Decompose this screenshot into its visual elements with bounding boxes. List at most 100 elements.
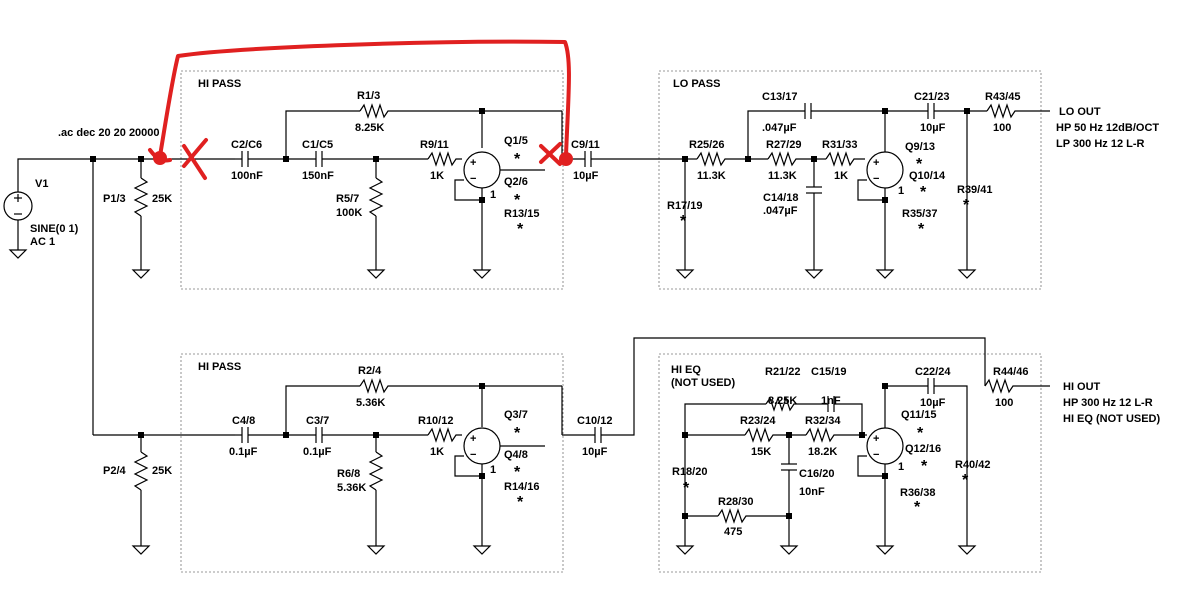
r14-star: * bbox=[517, 494, 524, 511]
hp1-opamp-pin: 1 bbox=[490, 189, 496, 201]
r25-value: 11.3K bbox=[697, 170, 726, 182]
r14-label: R14/16 bbox=[504, 481, 539, 493]
r5-label: R5/7 bbox=[336, 193, 359, 205]
c14-value: .047µF bbox=[763, 205, 798, 217]
r9-label: R9/11 bbox=[420, 139, 449, 151]
v1-value1: SINE(0 1) bbox=[30, 223, 79, 235]
pot-p1 bbox=[131, 159, 151, 279]
c3-label: C3/7 bbox=[306, 415, 329, 427]
hi-out-line2: HI EQ (NOT USED) bbox=[1063, 413, 1161, 425]
c10-value: 10µF bbox=[582, 446, 608, 458]
q2-label: Q2/6 bbox=[504, 176, 528, 188]
p2-value: 25K bbox=[152, 465, 172, 477]
r36-label: R36/38 bbox=[900, 487, 935, 499]
r35-label: R35/37 bbox=[902, 208, 937, 220]
c13-value: .047µF bbox=[762, 122, 797, 134]
c15-value: 1nF bbox=[821, 395, 841, 407]
eq-title1: HI EQ bbox=[671, 364, 701, 376]
p2-label: P2/4 bbox=[103, 465, 127, 477]
r2-label: R2/4 bbox=[358, 365, 382, 377]
r39-label: R39/41 bbox=[957, 184, 992, 196]
r21-value: 8.25K bbox=[768, 395, 797, 407]
v1-label: V1 bbox=[35, 178, 48, 190]
r25-label: R25/26 bbox=[689, 139, 724, 151]
q1-star: * bbox=[514, 151, 521, 168]
lp-title: LO PASS bbox=[673, 78, 720, 90]
r43-label: R43/45 bbox=[985, 91, 1020, 103]
hp1-wiring bbox=[235, 103, 685, 279]
c3-value: 0.1µF bbox=[303, 446, 332, 458]
r43-value: 100 bbox=[993, 122, 1011, 134]
eq-opamp-minus: − bbox=[873, 449, 879, 461]
c9-label: C9/11 bbox=[571, 139, 600, 151]
r21-label: R21/22 bbox=[765, 366, 800, 378]
c22-label: C22/24 bbox=[915, 366, 951, 378]
q9-star: * bbox=[916, 156, 923, 173]
r13-label: R13/15 bbox=[504, 208, 539, 220]
hp2-wiring bbox=[235, 337, 986, 555]
pot-p2 bbox=[131, 435, 151, 555]
r5-value: 100K bbox=[336, 207, 362, 219]
r18-label: R18/20 bbox=[672, 466, 707, 478]
q1-label: Q1/5 bbox=[504, 135, 528, 147]
q4-star: * bbox=[514, 464, 521, 481]
r2-value: 5.36K bbox=[356, 397, 385, 409]
c16-label: C16/20 bbox=[799, 468, 834, 480]
r31-value: 1K bbox=[834, 170, 848, 182]
r6-value: 5.36K bbox=[337, 482, 366, 494]
r17-star: * bbox=[680, 213, 687, 230]
r6-label: R6/8 bbox=[337, 468, 360, 480]
q10-star: * bbox=[920, 184, 927, 201]
r17-label: R17/19 bbox=[667, 200, 702, 212]
c22-value: 10µF bbox=[920, 397, 946, 409]
hp2-opamp-minus: − bbox=[470, 449, 476, 461]
hp2-title: HI PASS bbox=[198, 361, 241, 373]
r9-value: 1K bbox=[430, 170, 444, 182]
q10-label: Q10/14 bbox=[909, 170, 946, 182]
q9-label: Q9/13 bbox=[905, 141, 935, 153]
eq-title2: (NOT USED) bbox=[671, 377, 736, 389]
r44-value: 100 bbox=[995, 397, 1013, 409]
eq-wiring bbox=[675, 378, 1050, 555]
c21-label: C21/23 bbox=[914, 91, 949, 103]
p1-label: P1/3 bbox=[103, 193, 126, 205]
c1-value: 150nF bbox=[302, 170, 334, 182]
r32-value: 18.2K bbox=[808, 446, 837, 458]
lp-opamp-pin: 1 bbox=[898, 185, 904, 197]
hi-out-title: HI OUT bbox=[1063, 381, 1101, 393]
r1-label: R1/3 bbox=[357, 90, 380, 102]
q11-label: Q11/15 bbox=[901, 409, 936, 421]
hp1-title: HI PASS bbox=[198, 78, 241, 90]
source-v1 bbox=[3, 158, 93, 259]
c16-value: 10nF bbox=[799, 486, 825, 498]
r10-value: 1K bbox=[430, 446, 444, 458]
q2-star: * bbox=[514, 192, 521, 209]
c10-label: C10/12 bbox=[577, 415, 612, 427]
c4-label: C4/8 bbox=[232, 415, 255, 427]
r23-value: 15K bbox=[751, 446, 771, 458]
p1-value: 25K bbox=[152, 193, 172, 205]
r31-label: R31/33 bbox=[822, 139, 857, 151]
c14-label: C14/18 bbox=[763, 192, 798, 204]
r40-label: R40/42 bbox=[955, 459, 990, 471]
lp-opamp-minus: − bbox=[873, 173, 879, 185]
r28-label: R28/30 bbox=[718, 496, 753, 508]
red-annotation bbox=[148, 39, 573, 180]
ac-directive: .ac dec 20 20 20000 bbox=[58, 127, 160, 139]
r40-star: * bbox=[962, 472, 969, 489]
lo-out-line2: LP 300 Hz 12 L-R bbox=[1056, 138, 1144, 150]
r28-value: 475 bbox=[724, 526, 742, 538]
r35-star: * bbox=[918, 221, 925, 238]
c2-value: 100nF bbox=[231, 170, 263, 182]
lo-out-line1: HP 50 Hz 12dB/OCT bbox=[1056, 122, 1159, 134]
lo-out-title: LO OUT bbox=[1059, 106, 1101, 118]
c1-label: C1/C5 bbox=[302, 139, 333, 151]
c21-value: 10µF bbox=[920, 122, 946, 134]
r18-star: * bbox=[683, 480, 690, 497]
q12-label: Q12/16 bbox=[905, 443, 941, 455]
lp-opamp-plus: + bbox=[873, 157, 879, 169]
eq-opamp-plus: + bbox=[873, 433, 879, 445]
q12-star: * bbox=[921, 458, 928, 475]
r44-label: R44/46 bbox=[993, 366, 1028, 378]
